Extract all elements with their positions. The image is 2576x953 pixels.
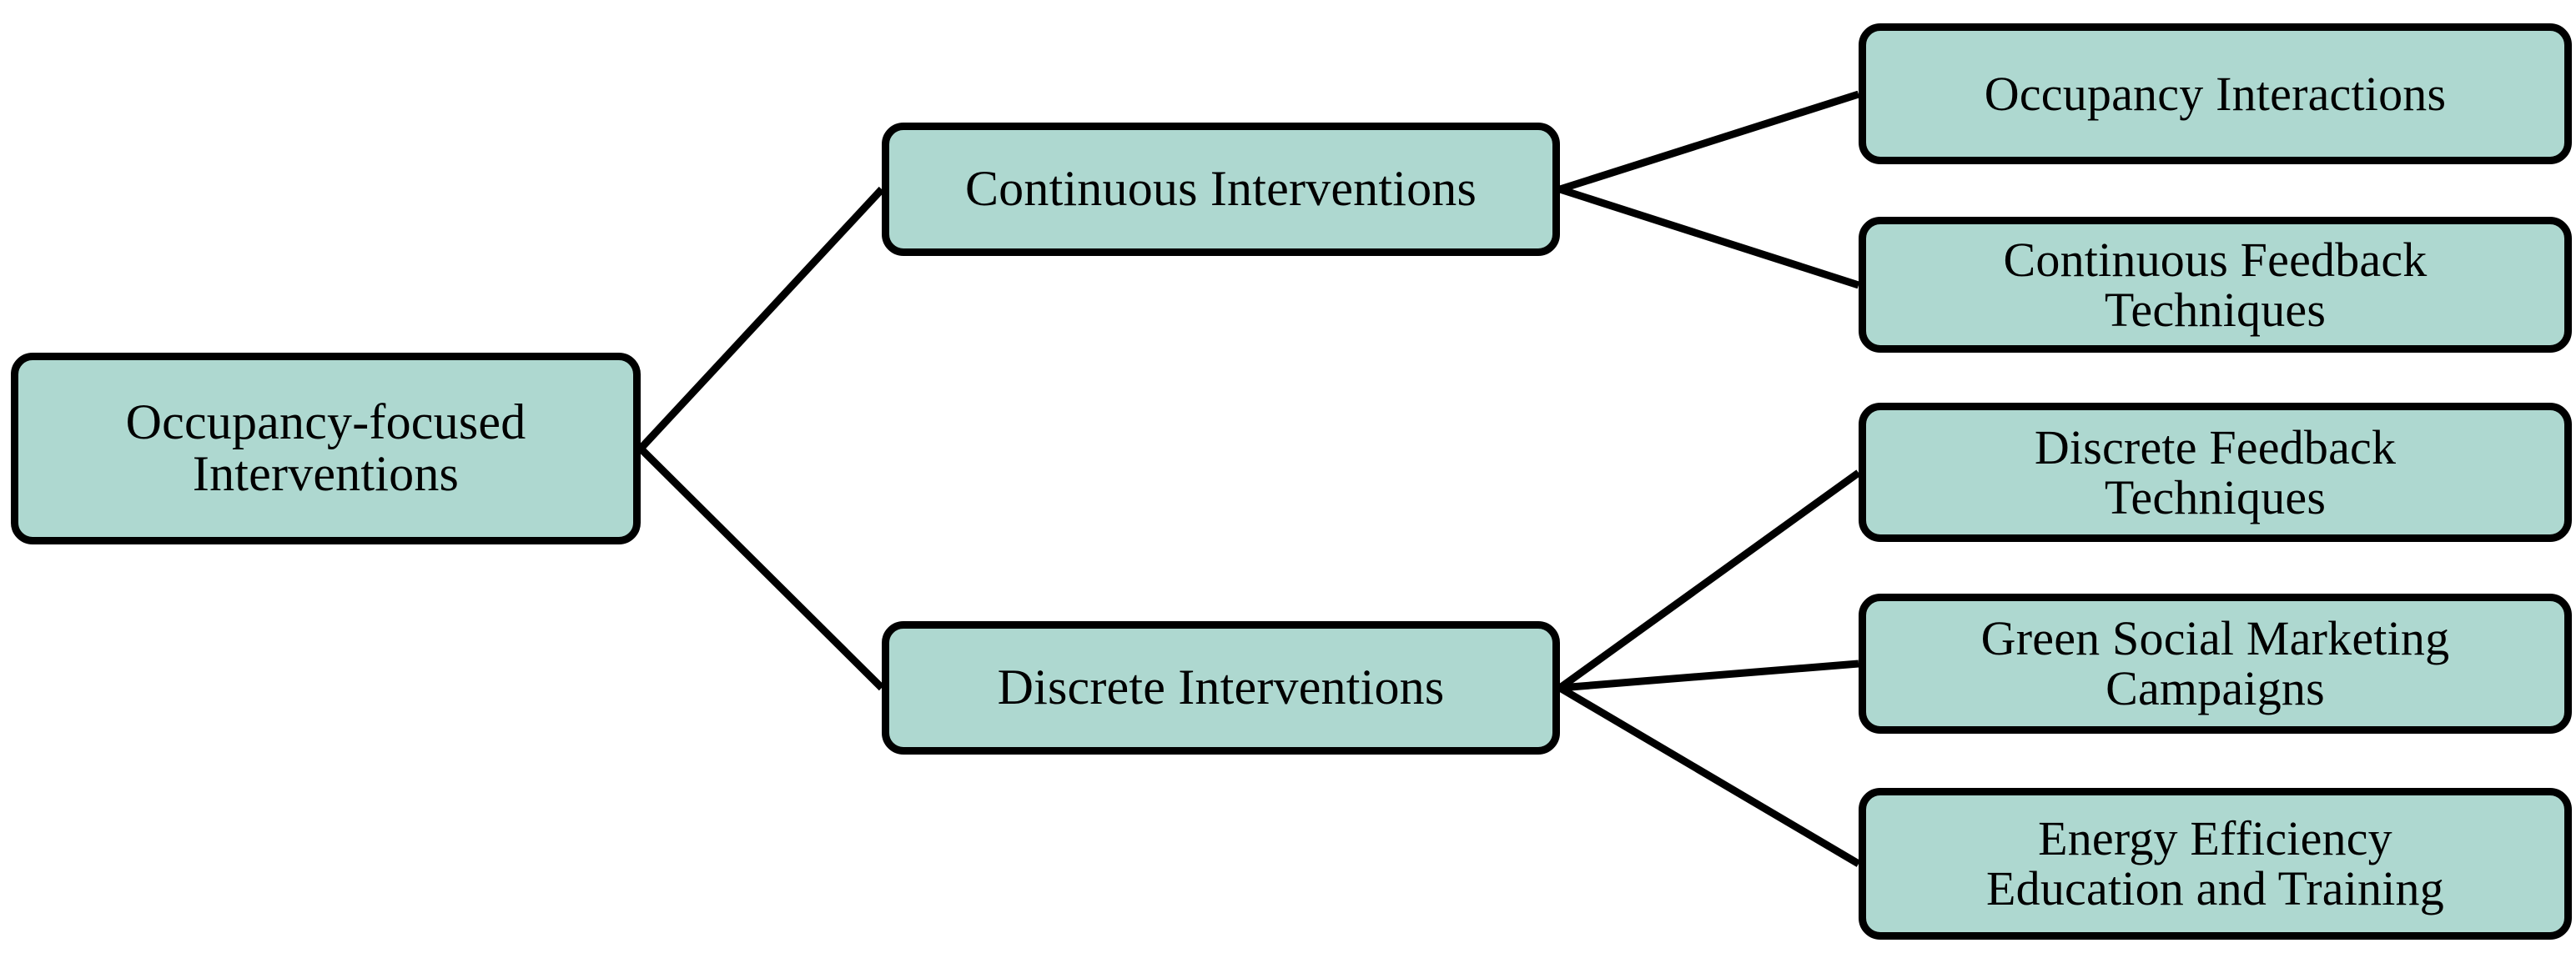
node-energy-efficiency-education-and-training[interactable]: Energy Efficiency Education and Training [1859,788,2572,940]
node-label: Continuous Interventions [964,161,1477,217]
edge-discrete-to-discrete-feedback [1557,469,1861,691]
node-continuous-feedback-techniques[interactable]: Continuous Feedback Techniques [1859,217,2572,353]
node-label: Occupancy-focused Interventions [125,394,526,501]
node-discrete-feedback-techniques[interactable]: Discrete Feedback Techniques [1859,403,2572,542]
node-occupancy-interactions[interactable]: Occupancy Interactions [1859,23,2572,164]
node-occupancy-focused-interventions[interactable]: Occupancy-focused Interventions [11,353,641,544]
edge-discrete-to-energy-efficiency-education [1557,685,1861,867]
node-label: Energy Efficiency Education and Training [1986,811,2444,915]
node-discrete-interventions[interactable]: Discrete Interventions [882,621,1560,755]
node-label: Discrete Feedback Techniques [2034,419,2397,524]
edge-continuous-to-occupancy-interactions [1558,90,1860,193]
edge-continuous-to-continuous-feedback [1558,185,1860,289]
edge-root-to-discrete [637,445,885,691]
node-label: Continuous Feedback Techniques [2003,232,2428,337]
edge-root-to-continuous [637,186,885,452]
node-label: Occupancy Interactions [1984,66,2447,121]
node-label: Green Social Marketing Campaigns [1980,611,2450,715]
node-label: Discrete Interventions [997,660,1445,715]
node-green-social-marketing-campaigns[interactable]: Green Social Marketing Campaigns [1859,594,2572,734]
edge-discrete-to-green-social-marketing [1559,660,1859,692]
node-continuous-interventions[interactable]: Continuous Interventions [882,123,1560,256]
